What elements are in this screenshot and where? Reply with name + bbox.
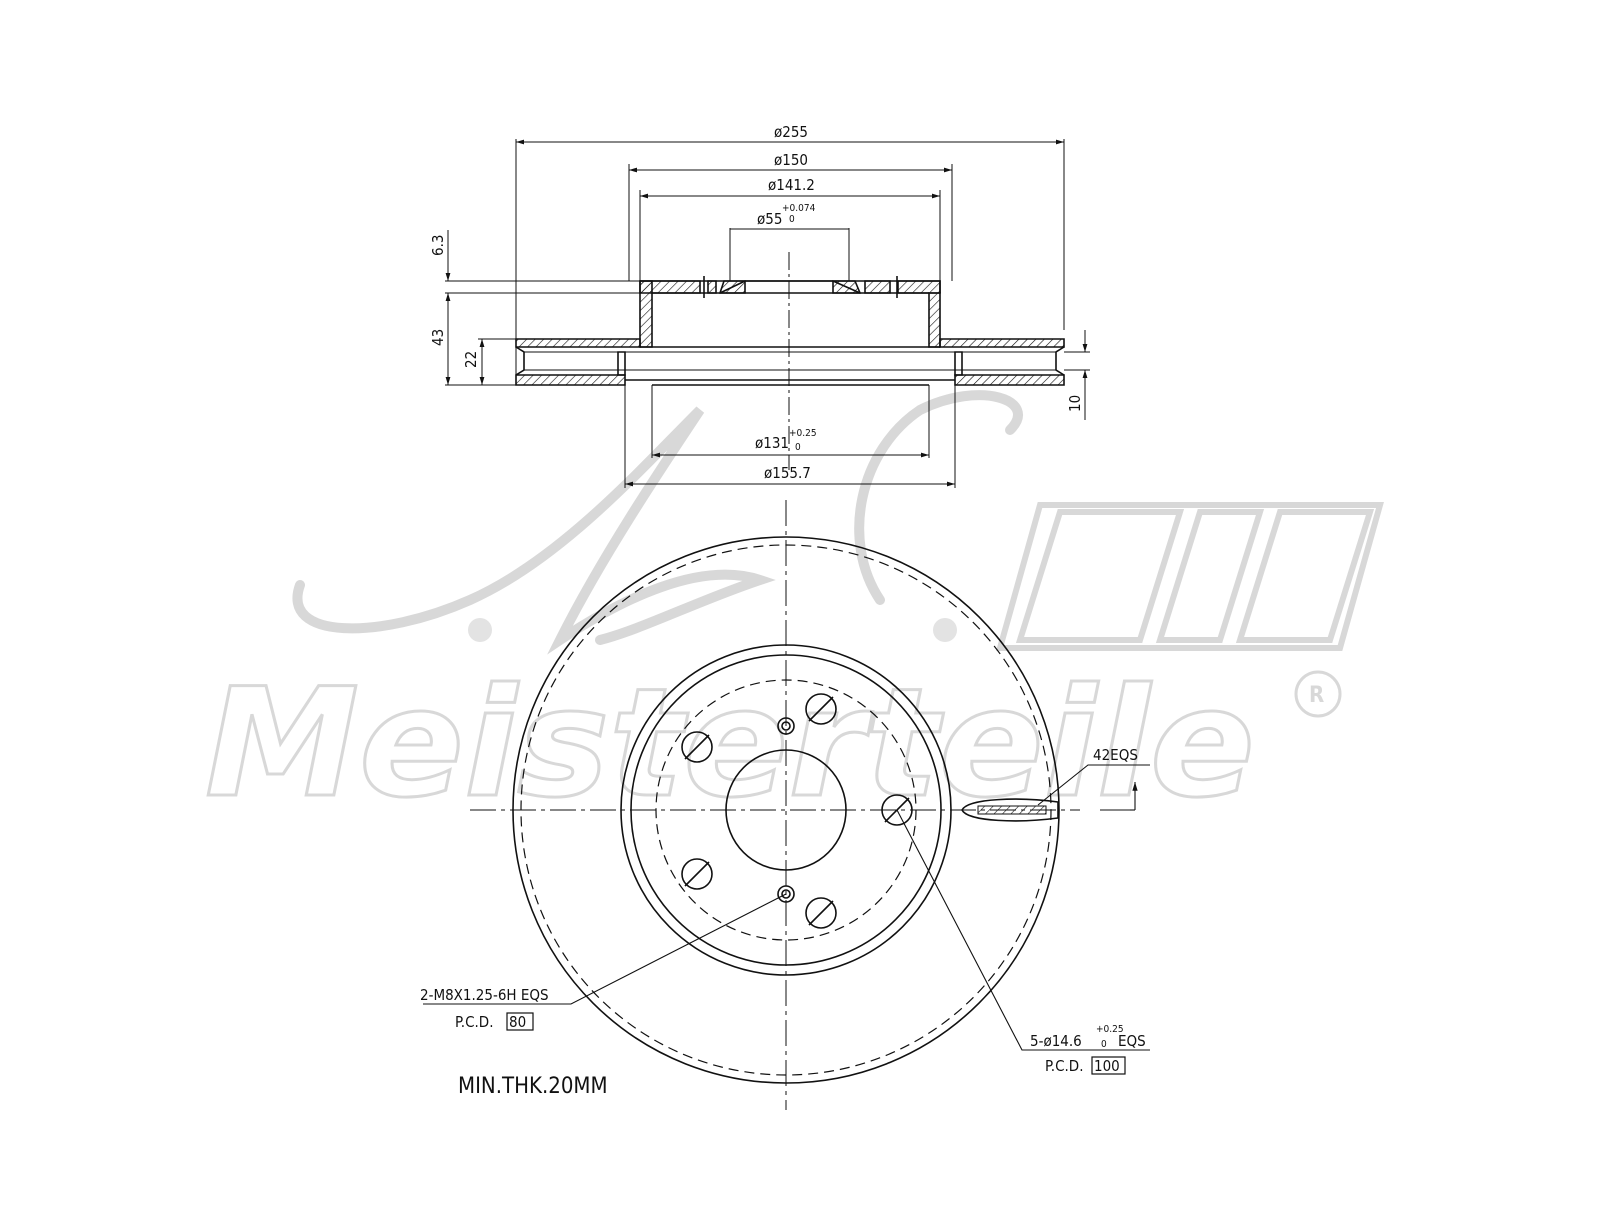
bolt-hole-note: 5-ø14.6 [1030,1032,1082,1050]
dim-total-height: 43 [429,329,447,346]
bolt-hole [681,731,713,763]
registered-mark [1294,670,1342,718]
watermark-brand-text: Meisterteile [205,657,1255,831]
watermark-dot [468,618,492,642]
dim-bore-tol-lower: 0 [789,214,795,225]
dim-offset: 10 [1066,395,1084,412]
dim-hat-thickness: 6.3 [429,235,447,256]
hat-inner-circle [630,654,942,966]
bolt-hole-tol-lower: 0 [1101,1039,1107,1050]
vane-count-note: 42EQS [1093,746,1138,764]
bolt-hole [681,858,713,890]
watermark-swash [292,390,1023,655]
dim-vent-tol-upper: +0.25 [789,428,817,439]
hat-wall-left [639,280,653,348]
threaded-hole [777,717,795,735]
outer-ring-right [939,338,1065,348]
watermark: Meisterteile R [204,390,1384,833]
inner-ring-left [515,374,626,386]
disc-outer-edge-inner [520,544,1052,1076]
dim-hat-diameter: ø150 [774,151,808,169]
side-section-view [445,139,1090,488]
dim-outer-diameter: ø255 [774,123,808,141]
dim-bore-diameter: ø55 [757,210,782,228]
thread-pcd-label: P.C.D. [455,1013,493,1031]
dim-vent-outer-diameter: ø155.7 [764,464,811,482]
front-view [423,500,1150,1110]
bolt-hole-tol-upper: +0.25 [1096,1024,1124,1035]
dim-disc-thickness: 22 [462,351,480,368]
outer-ring-left [515,338,641,348]
watermark-stripes [996,502,1384,651]
dim-vent-tol-lower: 0 [795,442,801,453]
bolt-pcd-label: P.C.D. [1045,1057,1083,1075]
watermark-dot [933,618,957,642]
bolt-pcd-value: 100 [1094,1057,1120,1075]
dim-bore-tol-upper: +0.074 [782,203,816,214]
hat-outer-circle [620,644,952,976]
threaded-hole [777,885,795,903]
thread-pcd-value: 80 [509,1013,526,1031]
bolt-pcd-box [1091,1056,1126,1075]
bolt-hole [805,897,837,929]
side-view-dimensions: ø255 ø150 ø141.2 ø55 +0.074 0 ø131 +0.25… [429,123,1084,482]
vane-slot [961,798,1059,822]
bolt-hole [805,693,837,725]
inner-ring-right [954,374,1065,386]
thread-hole-note: 2-M8X1.25-6H EQS [420,986,549,1004]
thread-pcd-box [506,1012,534,1031]
disc-outer-edge [512,536,1060,1084]
center-bore [725,749,847,871]
bolt-hole-eqs: EQS [1118,1032,1146,1050]
dim-vent-inner-diameter: ø131 [755,434,789,452]
front-view-notes: 42EQS 2-M8X1.25-6H EQS P.C.D. 80 5-ø14.6… [420,746,1146,1099]
min-thickness-note: MIN.THK.20MM [458,1074,608,1099]
dim-hat-inner-diameter: ø141.2 [768,176,815,194]
registered-mark-letter: R [1309,683,1324,708]
pcd-circle [655,679,917,941]
hat-wall-right [928,292,941,348]
